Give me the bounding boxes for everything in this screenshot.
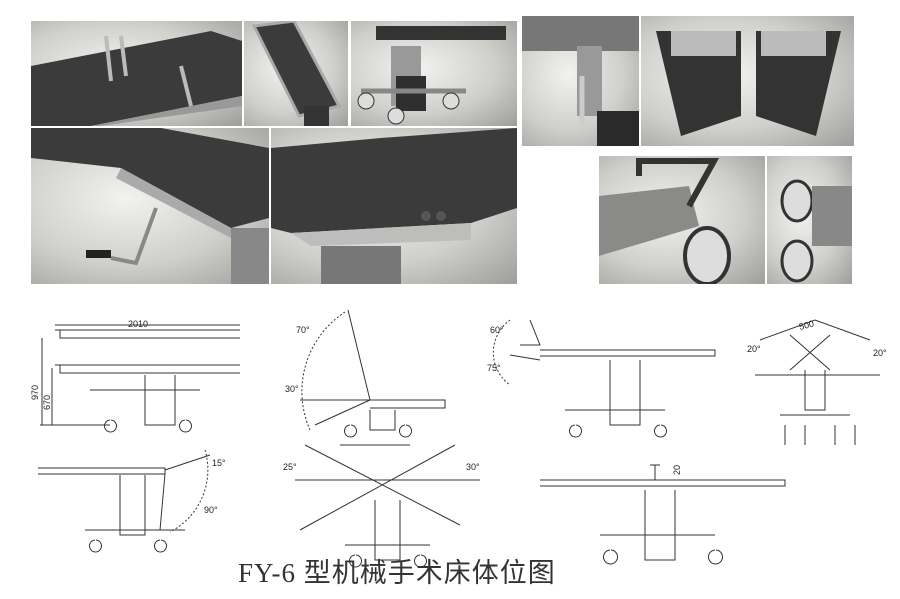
photo-kidney-bridge xyxy=(270,127,518,285)
drawing-kidney-bridge xyxy=(540,464,786,565)
photo-leg-sections xyxy=(640,15,855,147)
drawing-height-range xyxy=(40,324,240,433)
dim-max-height: 970 xyxy=(30,385,40,400)
angle-trend: 25° xyxy=(283,462,297,472)
angle-back-up: 70° xyxy=(296,325,310,335)
photo-column-detail xyxy=(521,15,640,147)
angle-reverse-trend: 30° xyxy=(466,462,480,472)
photo-back-section-tilt xyxy=(243,20,349,127)
photo-head-frame-detail xyxy=(30,20,243,127)
angle-leg-up: 15° xyxy=(212,458,226,468)
angle-head-up: 60° xyxy=(490,325,504,335)
caption-title: FY-6 型机械手术床体位图 xyxy=(238,558,556,588)
drawing-trendelenburg xyxy=(295,444,480,568)
drawing-lateral-tilt xyxy=(755,319,880,445)
photo-side-rail-crank xyxy=(30,127,270,285)
drawing-back-section xyxy=(300,309,446,446)
angle-lateral-right: 20° xyxy=(873,348,887,358)
angle-head-down: 75° xyxy=(487,363,501,373)
angle-back-down: 30° xyxy=(285,384,299,394)
position-drawings: 2010 970 670 70° 30° 60° 75° 500 20° 20°… xyxy=(30,309,887,568)
photo-push-handle xyxy=(598,155,766,285)
angle-lateral-left: 20° xyxy=(747,344,761,354)
angle-leg-down: 90° xyxy=(204,505,218,515)
dim-length: 2010 xyxy=(128,319,148,329)
dim-bridge: 20 xyxy=(672,465,682,475)
dim-min-height: 670 xyxy=(42,395,52,410)
drawing-head-section xyxy=(492,319,716,438)
photo-table-on-column xyxy=(350,20,518,127)
drawing-leg-section xyxy=(38,449,211,553)
photo-caster-wheels xyxy=(766,155,853,285)
dim-width: 500 xyxy=(798,318,815,332)
